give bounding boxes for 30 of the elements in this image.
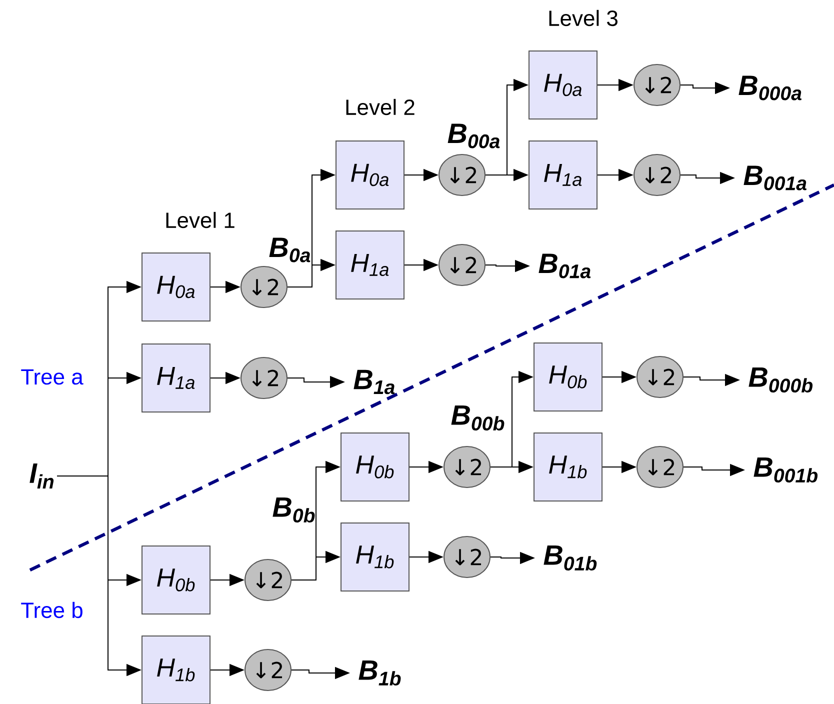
output-label: B$_{01b}$ [544, 545, 597, 571]
filter-box: H$_{1b}$ [340, 522, 410, 592]
level-heading: Level 2 [346, 98, 414, 116]
filter-box: H$_{1b}$ [142, 636, 210, 704]
filter-box: H$_{0a}$ [142, 252, 210, 322]
output-label: B$_{000a}$ [738, 76, 802, 100]
output-label: B$_{1a}$ [354, 370, 395, 394]
output-label: B$_{1b}$ [358, 660, 401, 686]
filter-box: H$_{0b}$ [340, 432, 410, 502]
filter-box: H$_{0a}$ [336, 140, 404, 210]
output-label: B$_{000b}$ [748, 367, 813, 393]
filter-box: H$_{1a}$ [528, 140, 598, 210]
filter-box: H$_{0b}$ [142, 546, 210, 614]
output-label: B$_{001b}$ [754, 457, 818, 483]
tree-label: Tree b [21, 602, 82, 618]
filter-box: H$_{1a}$ [336, 230, 404, 300]
filter-box: H$_{1a}$ [142, 344, 210, 412]
signal-label: B$_{0a}$ [269, 238, 310, 262]
output-label: B$_{001a}$ [744, 166, 806, 190]
filter-box: H$_{1b}$ [534, 432, 602, 502]
signal-label: B$_{00b}$ [451, 405, 504, 431]
input-label: I$_{in}$ [30, 464, 54, 488]
tree-label: Tree a [21, 369, 84, 385]
signal-label: B$_{0b}$ [272, 497, 315, 523]
level-heading: Level 3 [549, 10, 618, 26]
filter-box: H$_{0a}$ [528, 50, 598, 120]
output-label: B$_{01a}$ [538, 254, 591, 278]
filter-box: H$_{0b}$ [534, 342, 602, 412]
signal-label: B$_{00a}$ [448, 124, 500, 148]
level-heading: Level 1 [166, 212, 234, 228]
